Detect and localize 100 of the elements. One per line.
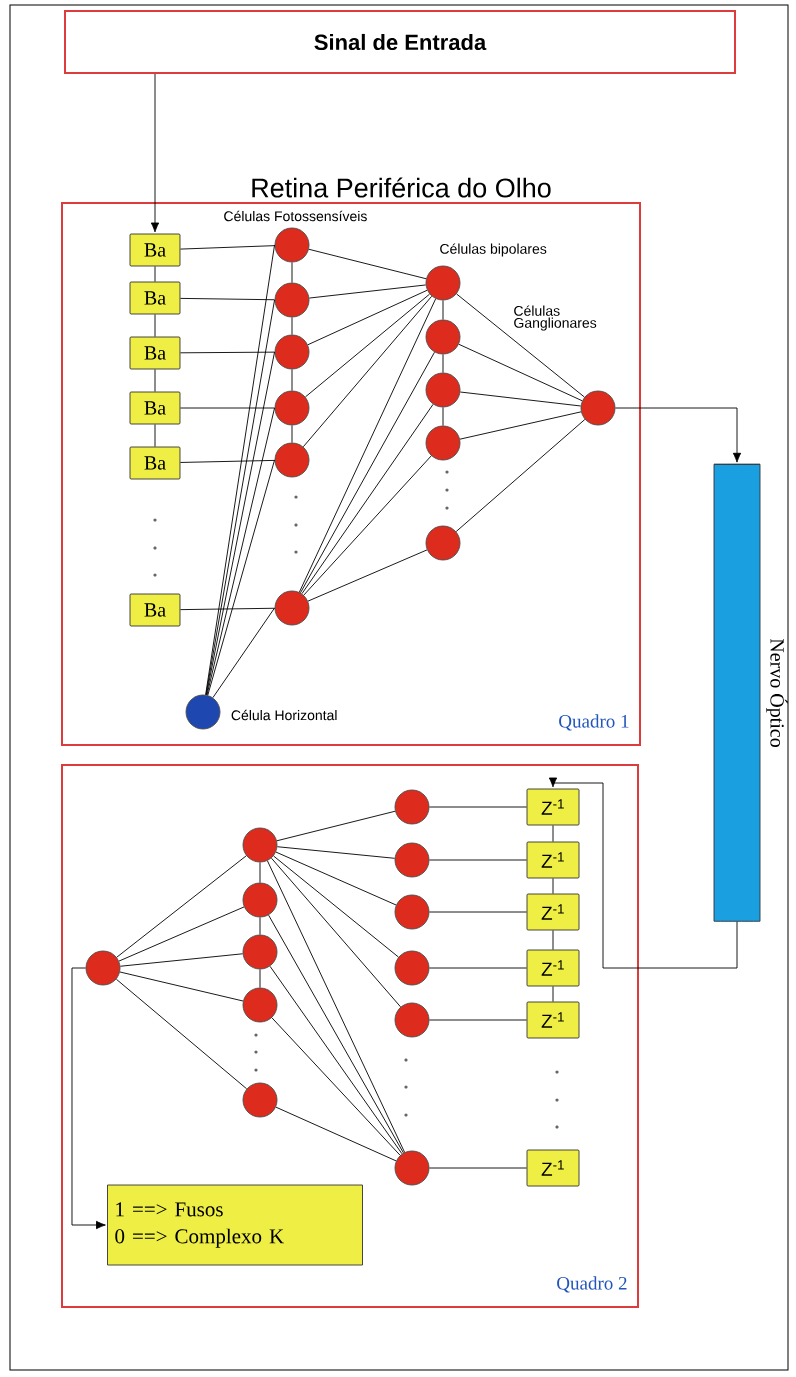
connector-line bbox=[267, 860, 405, 1153]
neuron-circle bbox=[425, 372, 461, 408]
connector-line bbox=[429, 967, 527, 969]
connector-line bbox=[548, 777, 738, 969]
connector-line bbox=[276, 810, 396, 842]
neuron-circle bbox=[242, 987, 278, 1023]
delay-box: Z$^{-1}$ bbox=[526, 1001, 580, 1039]
connector-line bbox=[291, 262, 293, 283]
input-box: Sinal de Entrada bbox=[64, 10, 736, 74]
connector-line bbox=[459, 411, 582, 440]
neuron-circle bbox=[394, 950, 430, 986]
connector-line bbox=[154, 266, 156, 282]
block-box: Ba bbox=[129, 391, 181, 425]
connector-line bbox=[615, 407, 742, 463]
delay-box: Z$^{-1}$ bbox=[526, 893, 580, 931]
connector-line bbox=[308, 284, 427, 299]
neuron-circle bbox=[242, 1082, 278, 1118]
connector-line bbox=[291, 425, 293, 443]
column-label: Células Ganglionares bbox=[514, 305, 597, 331]
neuron-circle bbox=[274, 442, 310, 478]
neuron-circle bbox=[425, 425, 461, 461]
connector-line bbox=[442, 300, 444, 320]
connector-line bbox=[180, 459, 275, 463]
connector-line bbox=[429, 806, 527, 808]
connector-line bbox=[150, 73, 160, 233]
neuron-circle bbox=[394, 1150, 430, 1186]
neuron-circle bbox=[425, 265, 461, 301]
block-box: Ba bbox=[129, 446, 181, 480]
connector-line bbox=[154, 424, 156, 447]
connector-line bbox=[271, 857, 401, 1008]
connector-line bbox=[206, 407, 275, 696]
connector-line bbox=[455, 419, 586, 532]
connector-line bbox=[552, 878, 554, 894]
nerve-caption: Nervo Óptico bbox=[766, 638, 788, 747]
connector-line bbox=[180, 407, 275, 409]
connector-line bbox=[307, 549, 428, 602]
neuron-circle bbox=[394, 842, 430, 878]
neuron-circle bbox=[274, 390, 310, 426]
cell-caption: Célula Horizontal bbox=[231, 709, 337, 721]
neuron-circle bbox=[274, 590, 310, 626]
neuron-circle bbox=[394, 1002, 430, 1038]
connector-line bbox=[552, 986, 554, 1002]
connector-line bbox=[180, 607, 275, 611]
connector-line bbox=[429, 859, 527, 861]
connector-line bbox=[442, 407, 444, 426]
delay-box: Z$^{-1}$ bbox=[526, 949, 580, 987]
connector-line bbox=[303, 455, 432, 596]
connector-line bbox=[302, 295, 433, 448]
connector-line bbox=[291, 317, 293, 335]
delay-box: Z$^{-1}$ bbox=[526, 788, 580, 826]
connector-line bbox=[119, 953, 244, 967]
panel-title: Retina Periférica do Olho bbox=[252, 177, 551, 198]
block-box: Ba bbox=[129, 336, 181, 370]
column-label: Células bipolares bbox=[440, 243, 547, 257]
connector-line bbox=[307, 289, 428, 346]
connector-line bbox=[268, 914, 404, 1154]
connector-line bbox=[291, 369, 293, 391]
connector-line bbox=[308, 248, 427, 280]
neuron-circle bbox=[394, 789, 430, 825]
neuron-circle bbox=[274, 227, 310, 263]
connector-line bbox=[116, 855, 247, 958]
connector-line bbox=[456, 293, 585, 398]
neuron-circle bbox=[242, 827, 278, 863]
delay-box: Z$^{-1}$ bbox=[526, 841, 580, 879]
panel-label: Quadro 2 bbox=[557, 1276, 627, 1293]
connector-line bbox=[118, 906, 245, 962]
connector-line bbox=[180, 297, 275, 301]
connector-line bbox=[275, 1106, 397, 1162]
neuron-circle bbox=[425, 319, 461, 355]
connector-line bbox=[552, 930, 554, 950]
connector-line bbox=[119, 971, 244, 1002]
connector-line bbox=[458, 343, 583, 402]
connector-line bbox=[459, 391, 582, 407]
connector-line bbox=[180, 351, 275, 354]
connector-line bbox=[275, 851, 397, 906]
connector-line bbox=[271, 1017, 401, 1156]
connector-line bbox=[154, 314, 156, 337]
block-box: Ba bbox=[129, 233, 181, 267]
connector-line bbox=[259, 917, 261, 935]
connector-line bbox=[300, 351, 435, 594]
neuron-circle bbox=[274, 334, 310, 370]
neuron-circle bbox=[425, 525, 461, 561]
connector-line bbox=[180, 245, 275, 250]
connector-line bbox=[429, 1019, 527, 1021]
neuron-circle bbox=[242, 934, 278, 970]
connector-line bbox=[212, 607, 275, 699]
connector-line bbox=[273, 855, 399, 958]
connector-line bbox=[301, 403, 434, 595]
connector-line bbox=[552, 825, 554, 842]
connector-line bbox=[207, 459, 275, 696]
neuron-circle bbox=[394, 894, 430, 930]
connector-line bbox=[154, 369, 156, 392]
neuron-circle bbox=[580, 390, 616, 426]
delay-box: Z$^{-1}$ bbox=[526, 1149, 580, 1187]
connector-line bbox=[115, 978, 248, 1090]
panel-label: Quadro 1 bbox=[559, 714, 629, 731]
connector-line bbox=[276, 846, 396, 859]
connector-line bbox=[259, 969, 261, 988]
neuron-circle bbox=[242, 882, 278, 918]
connector-line bbox=[269, 965, 403, 1155]
